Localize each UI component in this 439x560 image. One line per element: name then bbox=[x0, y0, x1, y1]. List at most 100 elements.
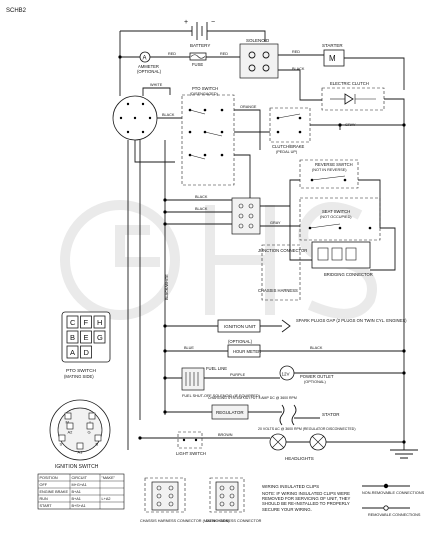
connection-dot bbox=[163, 349, 167, 353]
lights-ac-note: 20 VOLTS AC @ 3600 RPM (REGULATOR DISCON… bbox=[258, 427, 356, 431]
spark-plugs-label: SPARK PLUGS GAP (2 PLUGS ON TWIN CYL. EN… bbox=[296, 318, 407, 323]
pto-contacts bbox=[188, 108, 224, 160]
svg-text:M: M bbox=[329, 54, 336, 63]
fuel-shutoff-solenoid: FUEL LINE FUEL SHUT-OFF SOLENOID (IF EQU… bbox=[181, 366, 261, 398]
wire-label-brown: BROWN bbox=[218, 433, 233, 437]
ignition-switch-diagram bbox=[112, 95, 158, 141]
battery-label: BATTERY bbox=[190, 43, 210, 48]
pto-terminal-label: G bbox=[97, 333, 103, 342]
ignition-table-header: POSITION bbox=[40, 476, 58, 480]
pto-switch-note: (DISENGAGED) bbox=[190, 92, 219, 96]
wire-label-red-starter: RED bbox=[292, 50, 300, 54]
wire-label-black-hm: BLACK bbox=[310, 346, 323, 350]
connection-dot bbox=[163, 198, 167, 202]
ignition-terminal-label: A1 bbox=[78, 450, 84, 455]
diagram-code: SCHB2 bbox=[6, 8, 27, 14]
ignition-terminal-label: L bbox=[90, 420, 93, 425]
pto-terminal-box bbox=[66, 330, 79, 344]
ignition-terminal bbox=[88, 412, 96, 420]
pto-terminal-label: F bbox=[84, 318, 89, 327]
clips-note-body: NOTE: IF WIRING INSULATED CLIPS WERE REM… bbox=[262, 491, 351, 512]
pto-terminal-box bbox=[80, 315, 92, 329]
ignition-unit-label: IGNITION UNIT bbox=[224, 324, 256, 329]
clips-note-title: WIRING INSULATED CLIPS bbox=[262, 484, 319, 489]
clutch-brake-note: (PEDAL UP) bbox=[276, 150, 298, 154]
pto-terminal-label: D bbox=[84, 348, 90, 357]
wire-label-purple: PURPLE bbox=[230, 373, 246, 377]
ignition-table-frame bbox=[37, 473, 125, 510]
fuel-shutoff-label: FUEL SHUT-OFF SOLENOID (IF EQUIPPED) bbox=[182, 394, 261, 398]
pto-terminal-box bbox=[80, 330, 92, 344]
connection-dot bbox=[163, 222, 167, 226]
power-outlet: 12V POWER OUTLET (OPTIONAL) bbox=[279, 365, 334, 384]
ignition-terminal-label: S bbox=[60, 442, 63, 447]
wire-label-black-white: BLACK/WHITE bbox=[165, 274, 169, 300]
bridging-connector-label: BRIDGING CONNECTOR bbox=[324, 272, 373, 277]
wire-label-gray-j: GRAY bbox=[270, 221, 281, 225]
dash-harness-connector: DASH HARNESS CONNECTOR bbox=[206, 477, 262, 523]
ignition-table-cell: OFF bbox=[40, 483, 48, 487]
wire-label-black-j2: BLACK bbox=[195, 207, 208, 211]
ammeter-label: AMMETER bbox=[138, 64, 159, 69]
hour-meter: (OPTIONAL) HOUR METER bbox=[227, 339, 261, 358]
bridging-connector: BRIDGING CONNECTOR bbox=[311, 241, 373, 277]
legend-removable: REMOVABLE CONNECTIONS bbox=[368, 513, 421, 517]
ignition-unit: IGNITION UNIT bbox=[217, 319, 261, 333]
reverse-switch-note: (NOT IN REVERSE) bbox=[312, 168, 347, 172]
light-switch-label: LIGHT SWITCH bbox=[176, 451, 206, 456]
connection-dot bbox=[402, 440, 406, 444]
ammeter: A AMMETER (OPTIONAL) bbox=[137, 51, 162, 74]
connection-dot bbox=[402, 371, 406, 375]
headlights-label: HEADLIGHTS bbox=[285, 456, 314, 461]
chassis-harness-label: CHASSIS HARNESS bbox=[258, 288, 298, 293]
wire-label-black-ign: BLACK bbox=[162, 113, 175, 117]
wire-label-black-j1: BLACK bbox=[195, 195, 208, 199]
wire-label-blue: BLUE bbox=[184, 346, 194, 350]
connection-dot bbox=[163, 324, 167, 328]
regulator-label: REGULATOR bbox=[216, 410, 244, 415]
connection-legend: NON-REMOVABLE CONNECTIONS REMOVABLE CONN… bbox=[362, 483, 425, 517]
light-switch: LIGHT SWITCH bbox=[176, 431, 206, 456]
wire-label-red-fuse: RED bbox=[168, 52, 176, 56]
battery: + − BATTERY bbox=[184, 19, 215, 48]
ignition-terminal bbox=[64, 412, 72, 420]
connection-dot bbox=[402, 123, 406, 127]
pto-switch-label: PTO SWITCH bbox=[192, 86, 218, 91]
ignition-table-cell: B+A1 bbox=[72, 490, 81, 494]
fuse: FUSE bbox=[189, 52, 207, 67]
connection-dot bbox=[138, 436, 142, 440]
ignition-legend-title: IGNITION SWITCH bbox=[55, 464, 99, 470]
junction-connector: JUNCTION CONNECTOR CHASSIS HARNESS bbox=[231, 197, 307, 293]
solenoid-label: SOLENOID bbox=[246, 38, 270, 43]
pto-terminal-label: E bbox=[84, 333, 89, 342]
reverse-switch-label: REVERSE SWITCH bbox=[315, 162, 353, 167]
starter-label: STARTER bbox=[322, 43, 343, 48]
power-outlet-value: 12V bbox=[282, 372, 290, 377]
connection-dot bbox=[163, 410, 167, 414]
headlights: HEADLIGHTS bbox=[269, 433, 327, 461]
ignition-terminal bbox=[66, 422, 74, 430]
wire-label-orange: ORANGE bbox=[240, 105, 257, 109]
connection-dot bbox=[402, 349, 406, 353]
connection-dot bbox=[118, 55, 122, 59]
wire-label-white: WHITE bbox=[150, 83, 163, 87]
reverse-switch: REVERSE SWITCH (NOT IN REVERSE) bbox=[299, 159, 359, 189]
seat-switch-label: SEAT SWITCH bbox=[322, 209, 350, 214]
wiring-clips-note: WIRING INSULATED CLIPS NOTE: IF WIRING I… bbox=[262, 484, 351, 512]
legend-non-removable: NON-REMOVABLE CONNECTIONS bbox=[362, 491, 425, 495]
ammeter-note: (OPTIONAL) bbox=[137, 69, 162, 74]
solenoid: SOLENOID bbox=[239, 38, 279, 79]
ignition-table-cell: RUN bbox=[40, 497, 48, 501]
pto-legend-title: PTO SWITCH bbox=[66, 368, 97, 374]
stator: STATOR bbox=[279, 404, 340, 426]
pto-legend-subtitle: (MATING SIDE) bbox=[64, 374, 94, 379]
connection-dot bbox=[163, 210, 167, 214]
pto-terminal-box bbox=[93, 315, 106, 329]
power-outlet-note: (OPTIONAL) bbox=[304, 380, 326, 384]
